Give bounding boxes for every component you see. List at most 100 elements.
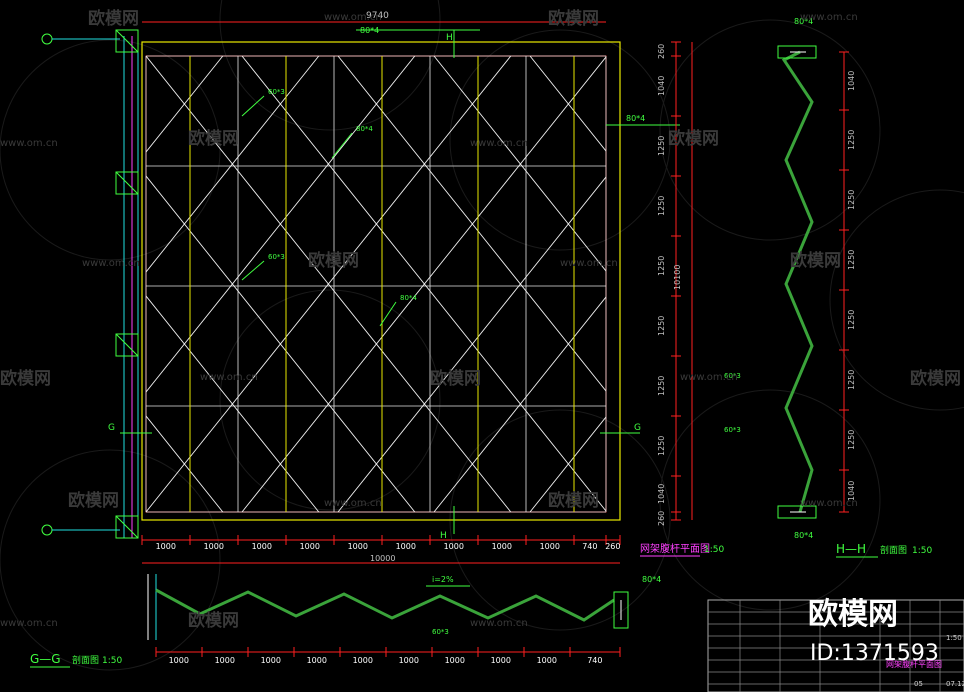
gg-dim-text: 1000 [307,656,327,665]
title-block: 网架腹杆平面图 05 07.12 1:50 [707,599,964,692]
overall-height-label: 10100 [673,265,682,290]
column-block-cross [115,29,139,53]
watermark-brand: 欧模网 [188,610,239,631]
gg-truss-zigzag [155,588,615,622]
right-dim-text: 1040 [657,76,666,96]
watermark-brand: 欧模网 [308,250,359,271]
hh-web-label-2: 60*3 [724,426,741,434]
right-dim-text: 1250 [657,196,666,216]
right-dim-text: 1040 [657,484,666,504]
diagonal-member [433,296,606,512]
watermark-circle [0,39,221,261]
right-dim-text: 1250 [657,376,666,396]
overall-width-outer-label: 10000 [370,554,395,563]
watermark-circle [449,29,671,251]
column-block-cross [115,171,139,195]
diagonal-member [146,56,320,273]
plan-diagonals [146,56,606,512]
watermark-brand: 欧模网 [88,8,139,29]
diagonal-member [146,295,320,512]
gg-dim-text: 1000 [445,656,465,665]
right-dim-text: 1250 [657,256,666,276]
watermark-site: www.om.cn [82,258,140,269]
column-block [115,333,139,357]
plan-yellow-lines [189,56,575,512]
hh-bottom-plate [777,505,817,519]
gg-top-label: 80*4 [642,575,661,584]
watermark-brand: 欧模网 [430,368,481,389]
plan-title: 网架腹杆平面图 [640,542,710,555]
plan-view: H H G G 9740 80*4 60*3 80*4 60*3 80*4 80… [41,11,724,564]
diagonal-member [146,415,224,512]
column-blocks [115,29,139,539]
bottom-dim-text: 1000 [348,542,368,551]
watermark-circles [0,0,964,671]
gg-dim-text: 1000 [491,656,511,665]
web-label-1: 60*3 [268,88,285,96]
diagonal-member [337,176,606,512]
watermarks: 欧模网欧模网欧模网欧模网欧模网欧模网欧模网欧模网欧模网欧模网欧模网欧模网www.… [0,8,961,631]
plan-scale: 1:50 [704,545,724,555]
bottom-dim-text: 1000 [540,542,560,551]
section-mark-g-left: G [108,423,115,433]
hh-dim-text: 1040 [847,71,856,91]
gg-scale: 1:50 [102,656,122,666]
watermark-brand: 欧模网 [68,490,119,511]
watermark-site: www.om.cn [0,138,58,149]
watermark-brand: 欧模网 [548,490,599,511]
bottom-dim-text: 1000 [444,542,464,551]
title-block-frame [707,599,964,692]
tb-date: 07.12 [946,680,964,688]
right-dim-text: 1250 [657,436,666,456]
hh-dim-text: 1250 [847,250,856,270]
watermark-circle [219,289,441,511]
bottom-dim-text: 740 [582,542,597,551]
watermark-brand: 欧模网 [548,8,599,29]
diagonal-member [241,56,606,512]
right-dim-text: 260 [657,511,666,526]
watermark-site: www.om.cn [324,498,382,509]
hh-dim-text: 1250 [847,370,856,390]
gg-dim-text: 1000 [169,656,189,665]
brand-id: ID:1371593 [810,641,939,666]
gg-title: G—G [30,652,61,666]
hh-top-plate [777,45,817,59]
tb-scale: 1:50 [946,634,962,642]
watermark-site: www.om.cn [0,618,58,629]
watermark-site: www.om.cn [324,12,382,23]
watermark-site: www.om.cn [470,138,528,149]
watermark-brand: 欧模网 [910,368,961,389]
plan-outer-frame [141,41,621,521]
section-mark-g-right: G [634,423,641,433]
column-block-cross [115,333,139,357]
bottom-dim-text: 1000 [204,542,224,551]
overall-width-label: 9740 [366,11,389,21]
top-chord-label: 80*4 [360,26,379,35]
web-label-3: 60*3 [268,253,285,261]
hh-truss-zigzag [781,50,814,513]
web-label-2: 80*4 [356,125,373,133]
gg-dim-text: 1000 [215,656,235,665]
web-leader-1 [241,95,265,117]
watermark-brand: 欧模网 [790,250,841,271]
gg-slope: i=2% [432,575,454,584]
hh-web-label-1: 60*3 [724,372,741,380]
watermark-site: www.om.cn [800,12,858,23]
gg-dim-text: 1000 [353,656,373,665]
tb-sheet-no: 05 [914,680,923,688]
gg-dim-text: 1000 [399,656,419,665]
hh-title: H—H [836,542,866,556]
column-block-cross [115,515,139,539]
hh-dim-text: 1250 [847,430,856,450]
hh-title-suffix: 剖面图 [880,544,907,556]
column-block [115,171,139,195]
diagonal-member [529,56,606,152]
bottom-dim-text: 1000 [300,542,320,551]
